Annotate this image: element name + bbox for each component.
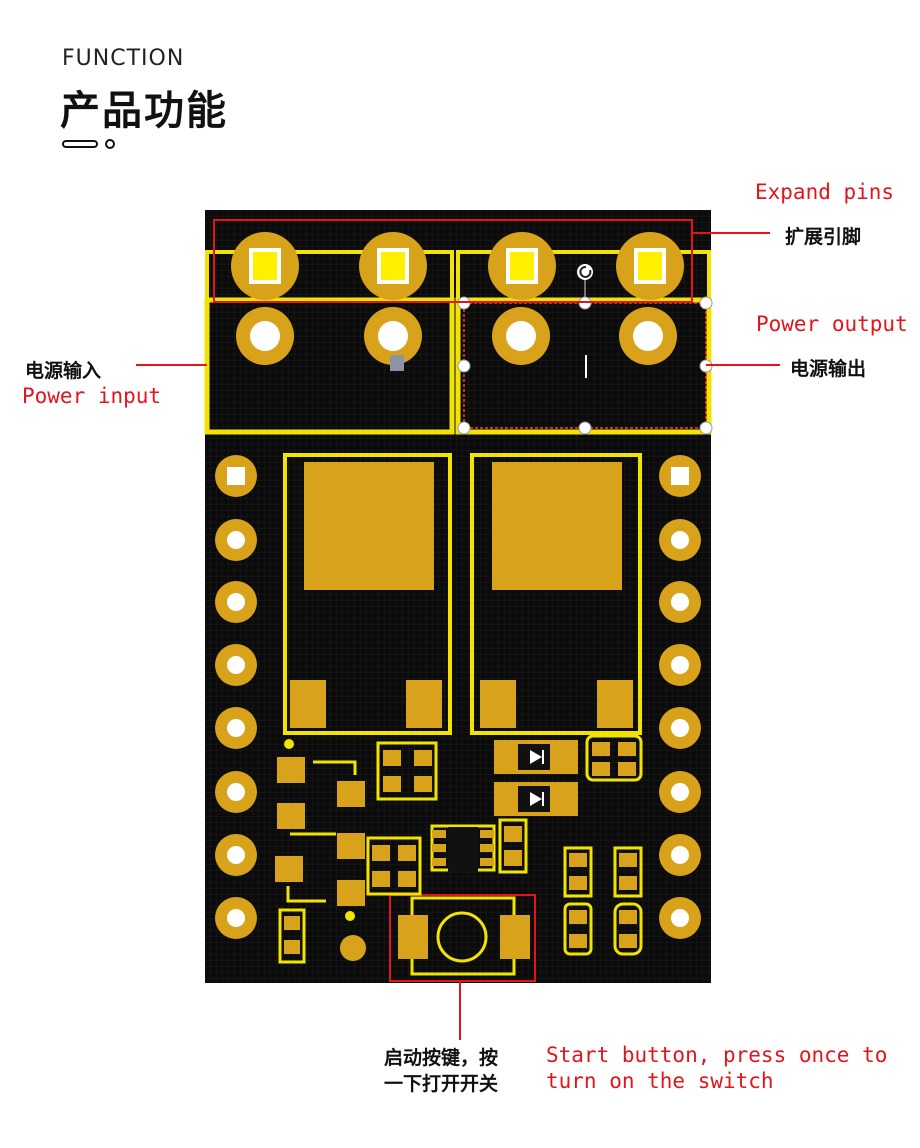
decor-dot-icon: [105, 139, 115, 149]
start-button-label-en-line2: turn on the switch: [546, 1069, 774, 1093]
mosfet-left: [283, 453, 452, 735]
chip-marker-icon: [390, 355, 404, 371]
expand-pins-label-en: Expand pins: [755, 180, 895, 204]
start-button-highlight: [389, 894, 536, 982]
start-button-label-cn-line2: 一下打开开关: [384, 1073, 499, 1095]
power-pads: [236, 307, 677, 365]
section-subtitle: FUNCTION: [62, 46, 185, 71]
small-components: [275, 734, 643, 964]
expand-pins: [231, 232, 684, 300]
start-button-label-en-line1: Start button, press once to: [546, 1043, 888, 1067]
section-title: 产品功能: [60, 88, 228, 134]
start-button-switch: [398, 896, 530, 976]
expand-pins-highlight: [213, 219, 693, 303]
power-output-label-en: Power output: [756, 312, 908, 336]
leader-lines: [136, 232, 780, 1040]
side-pins-right: [659, 455, 701, 939]
power-output-label-cn: 电源输出: [790, 358, 867, 380]
side-pins-left: [215, 455, 257, 939]
power-input-label-en: Power input: [22, 384, 162, 408]
power-input-label-cn: 电源输入: [25, 360, 102, 382]
mosfet-right: [470, 453, 642, 735]
decor-pill-icon: [62, 140, 98, 148]
expand-pins-label-cn: 扩展引脚: [785, 226, 862, 248]
start-button-label-cn-line1: 启动按键，按: [384, 1047, 499, 1069]
